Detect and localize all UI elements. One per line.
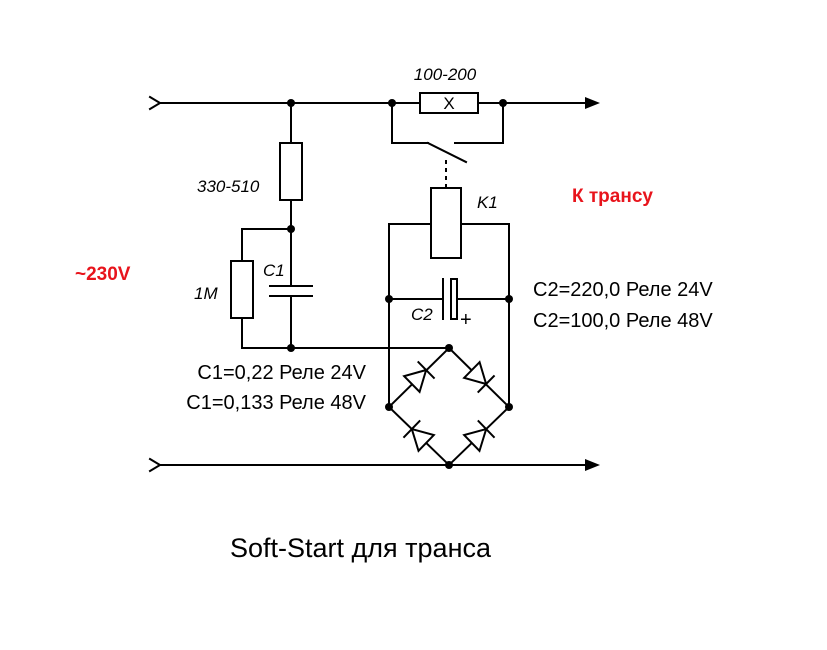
input-voltage-label: ~230V — [75, 264, 131, 285]
diode-1 — [402, 360, 436, 394]
relay-name: K1 — [477, 193, 498, 212]
capacitor-c2-polarity: + — [460, 309, 472, 331]
capacitor-c2-name: C2 — [411, 305, 433, 324]
diode-4 — [462, 419, 496, 453]
resistor-r1-value: 330-510 — [197, 177, 260, 196]
top-rail — [148, 95, 600, 111]
resistor-r2-value: 1M — [194, 284, 218, 303]
relay-coil-k1: K1 — [388, 187, 510, 259]
note-c2-48v: C2=100,0 Реле 48V — [533, 310, 713, 332]
resistor-r1: 330-510 — [197, 102, 303, 287]
output-label: К трансу — [572, 186, 653, 207]
bottom-rail — [148, 457, 600, 473]
note-c1-48v: C1=0,133 Реле 48V — [186, 392, 366, 414]
diode-bridge — [387, 346, 511, 467]
junction-dots — [287, 99, 513, 469]
diagram-caption: Soft-Start для транса — [230, 533, 492, 563]
diode-2 — [462, 360, 496, 394]
series-resistor-value: 100-200 — [414, 65, 477, 84]
capacitor-c1-name: C1 — [263, 261, 285, 280]
capacitor-c1: C1 — [263, 261, 313, 349]
note-c2-24v: C2=220,0 Реле 24V — [533, 279, 713, 301]
series-resistor-mark: X — [443, 94, 454, 113]
output-arrow-top — [585, 97, 600, 109]
resistor-r2: 1M — [194, 228, 292, 349]
capacitor-c2: C2 + — [388, 278, 510, 331]
output-arrow-bottom — [585, 459, 600, 471]
note-c1-24v: C1=0,22 Реле 24V — [197, 362, 366, 384]
diode-3 — [402, 419, 436, 453]
relay-contact — [391, 102, 504, 188]
series-resistor: X 100-200 — [414, 65, 479, 114]
